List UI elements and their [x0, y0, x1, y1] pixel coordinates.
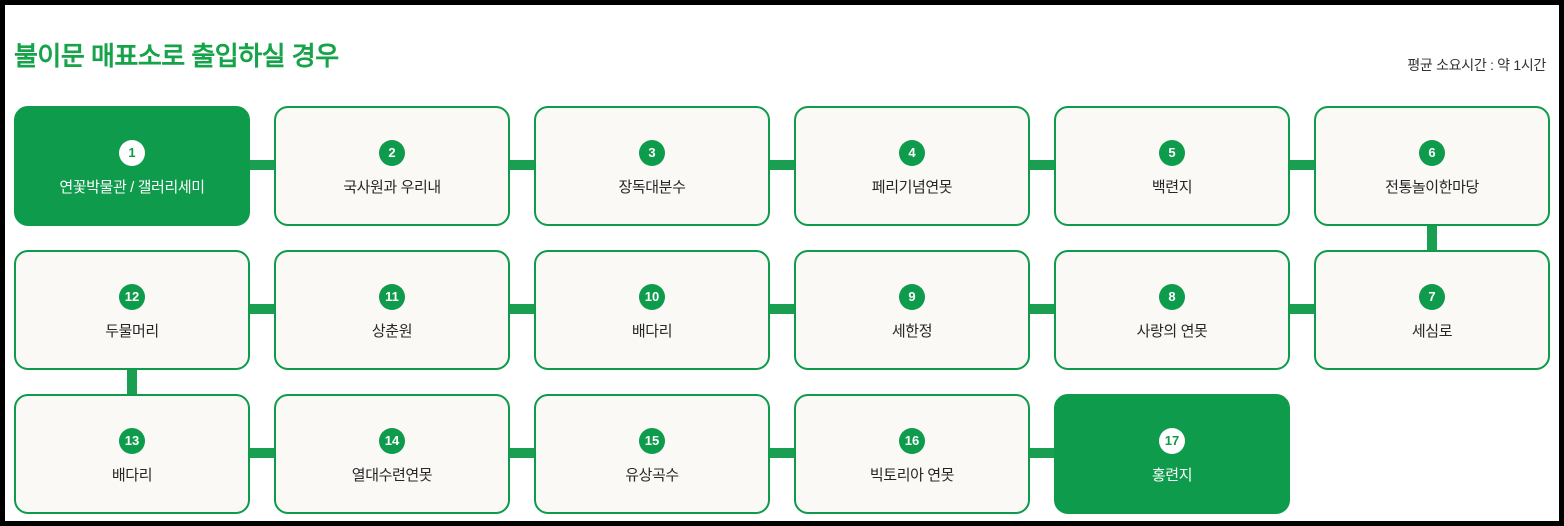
average-duration-note: 평균 소요시간 : 약 1시간 [1407, 57, 1546, 73]
page-title: 불이문 매표소로 출입하실 경우 [14, 41, 339, 71]
stop-label: 세한정 [891, 323, 933, 340]
route-stop-card[interactable]: 10 배다리 [534, 250, 770, 370]
stop-number-badge: 13 [119, 428, 145, 454]
stop-label: 상춘원 [371, 323, 413, 340]
route-stop-card[interactable]: 16 빅토리아 연못 [794, 394, 1030, 514]
connector-horizontal [248, 304, 276, 314]
connector-vertical-right [1427, 224, 1437, 252]
route-stop-card[interactable]: 4 페리기념연못 [794, 106, 1030, 226]
route-stop-card[interactable]: 13 배다리 [14, 394, 250, 514]
stop-number-badge: 17 [1159, 428, 1185, 454]
route-stop-card[interactable]: 8 사랑의 연못 [1054, 250, 1290, 370]
stop-number-badge: 14 [379, 428, 405, 454]
connector-horizontal [768, 160, 796, 170]
route-stop-card[interactable]: 14 열대수련연못 [274, 394, 510, 514]
stop-number-badge: 12 [119, 284, 145, 310]
stop-label: 연꽃박물관 / 갤러리세미 [59, 179, 205, 196]
stop-label: 배다리 [631, 323, 673, 340]
stop-number-badge: 15 [639, 428, 665, 454]
stop-number-badge: 3 [639, 140, 665, 166]
stop-label: 유상곡수 [625, 467, 679, 484]
stop-number-badge: 7 [1419, 284, 1445, 310]
route-stop-card[interactable]: 2 국사원과 우리내 [274, 106, 510, 226]
connector-horizontal [768, 448, 796, 458]
stop-label: 사랑의 연못 [1136, 323, 1208, 340]
stop-label: 백련지 [1151, 179, 1193, 196]
stop-number-badge: 1 [119, 140, 145, 166]
connector-horizontal [1028, 304, 1056, 314]
stop-number-badge: 4 [899, 140, 925, 166]
route-stop-card[interactable]: 17 홍련지 [1054, 394, 1290, 514]
stop-number-badge: 6 [1419, 140, 1445, 166]
stop-number-badge: 11 [379, 284, 405, 310]
connector-horizontal [508, 304, 536, 314]
connector-horizontal [1288, 160, 1316, 170]
route-stop-card[interactable]: 5 백련지 [1054, 106, 1290, 226]
route-panel: 불이문 매표소로 출입하실 경우 평균 소요시간 : 약 1시간 1 연꽃박물관 … [5, 5, 1559, 521]
route-stop-card[interactable]: 9 세한정 [794, 250, 1030, 370]
route-flowchart: 1 연꽃박물관 / 갤러리세미 2 국사원과 우리내 3 장독대분수 4 페리기념연못 5 백련지… [5, 97, 1559, 521]
connector-horizontal [508, 448, 536, 458]
stop-number-badge: 8 [1159, 284, 1185, 310]
stop-label: 열대수련연못 [351, 467, 433, 484]
route-stop-card[interactable]: 6 전통놀이한마당 [1314, 106, 1550, 226]
stop-label: 배다리 [111, 467, 153, 484]
connector-horizontal [1028, 160, 1056, 170]
connector-horizontal [248, 160, 276, 170]
connector-horizontal [508, 160, 536, 170]
connector-horizontal [1028, 448, 1056, 458]
stop-number-badge: 10 [639, 284, 665, 310]
route-stop-card[interactable]: 3 장독대분수 [534, 106, 770, 226]
stop-number-badge: 16 [899, 428, 925, 454]
connector-horizontal [1288, 304, 1316, 314]
connector-horizontal [768, 304, 796, 314]
connector-horizontal [248, 448, 276, 458]
route-stop-card[interactable]: 15 유상곡수 [534, 394, 770, 514]
stop-label: 세심로 [1411, 323, 1453, 340]
route-stop-card[interactable]: 1 연꽃박물관 / 갤러리세미 [14, 106, 250, 226]
stop-label: 국사원과 우리내 [343, 179, 441, 196]
stop-label: 장독대분수 [618, 179, 686, 196]
stop-label: 두물머리 [105, 323, 159, 340]
route-stop-card[interactable]: 11 상춘원 [274, 250, 510, 370]
route-stop-card[interactable]: 7 세심로 [1314, 250, 1550, 370]
stop-number-badge: 2 [379, 140, 405, 166]
panel-header: 불이문 매표소로 출입하실 경우 평균 소요시간 : 약 1시간 [5, 5, 1559, 97]
stop-label: 빅토리아 연못 [869, 467, 955, 484]
connector-vertical-left [127, 368, 137, 396]
stop-label: 홍련지 [1151, 467, 1193, 484]
stop-label: 전통놀이한마당 [1385, 179, 1479, 196]
stop-number-badge: 5 [1159, 140, 1185, 166]
stop-number-badge: 9 [899, 284, 925, 310]
route-stop-card[interactable]: 12 두물머리 [14, 250, 250, 370]
stop-label: 페리기념연못 [871, 179, 953, 196]
